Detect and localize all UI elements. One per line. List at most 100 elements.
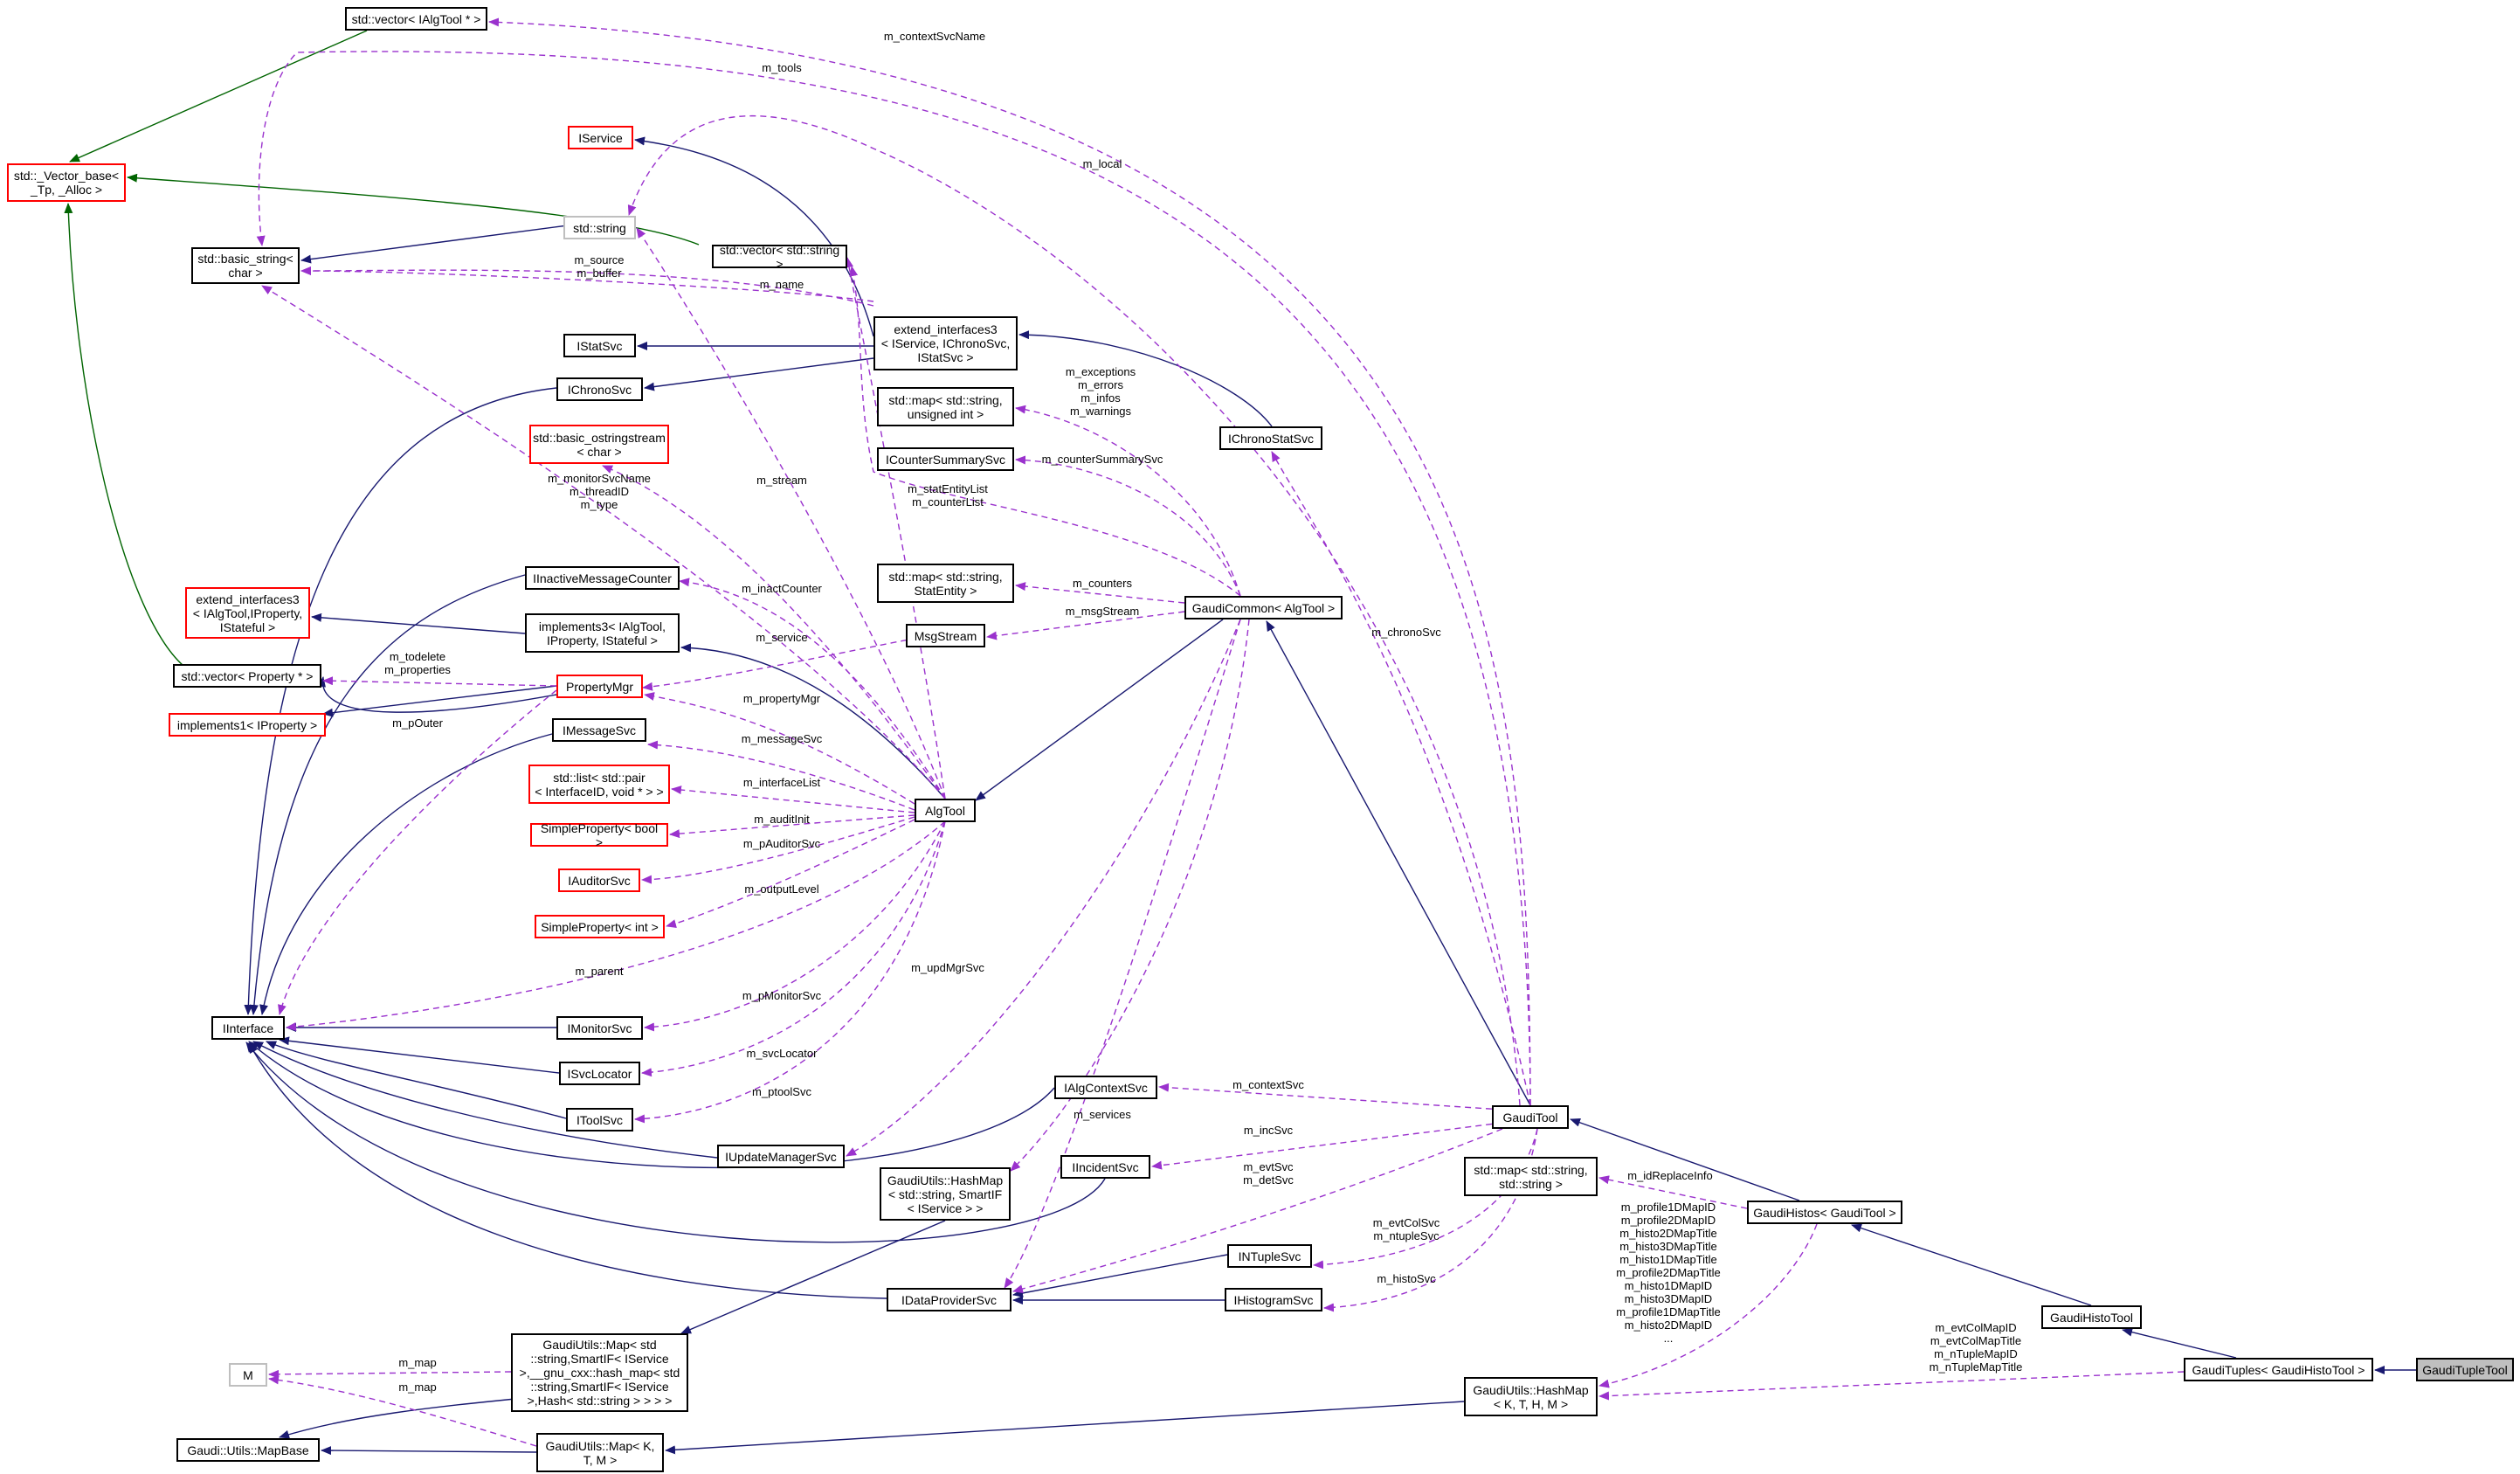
inheritance-edge [975, 619, 1224, 801]
node-extend-interfaces3-tool[interactable]: extend_interfaces3 < IAlgTool,IProperty,… [185, 587, 310, 639]
node-extend-interfaces3-svc[interactable]: extend_interfaces3 < IService, IChronoSv… [873, 316, 1018, 370]
edge-label: m_interfaceList [742, 776, 821, 789]
edge-label: m_map [398, 1381, 437, 1394]
node-ichronosvc[interactable]: IChronoSvc [556, 377, 643, 401]
usage-edge [488, 17, 1531, 1106]
inheritance-edge [244, 387, 557, 1015]
node-vector-ialgtool[interactable]: std::vector< IAlgTool * > [345, 7, 487, 31]
node-basic-string[interactable]: std::basic_string< char > [191, 247, 300, 284]
node-iincidentsvc[interactable]: IIncidentSvc [1060, 1155, 1150, 1179]
node-gaudituppletool[interactable]: GaudiTupleTool [2416, 1358, 2514, 1381]
edge-label: m_services [1074, 1108, 1131, 1121]
usage-edge [322, 676, 557, 687]
node-intuplesvc[interactable]: INTupleSvc [1227, 1244, 1312, 1268]
usage-edge [644, 692, 915, 805]
edge-label: m_evtSvc m_detSvc [1243, 1160, 1294, 1187]
edge-label: m_parent [575, 965, 624, 978]
usage-edge [679, 578, 946, 799]
usage-edge [1015, 405, 1241, 597]
usage-edge [268, 1375, 537, 1447]
node-imonitorsvc[interactable]: IMonitorSvc [556, 1016, 643, 1040]
usage-edge [300, 266, 874, 302]
node-vector-property[interactable]: std::vector< Property * > [173, 664, 321, 688]
edge-label: m_contextSvcName [883, 30, 986, 43]
node-isvclocator[interactable]: ISvcLocator [559, 1062, 640, 1085]
node-hashmap-service[interactable]: GaudiUtils::HashMap < std::string, Smart… [880, 1167, 1011, 1221]
node-map-string-string[interactable]: std::map< std::string, std::string > [1464, 1157, 1598, 1196]
node-list-pair[interactable]: std::list< std::pair < InterfaceID, void… [528, 765, 670, 804]
usage-edge [268, 1369, 512, 1379]
node-m[interactable]: M [229, 1363, 267, 1387]
node-map-string-uint[interactable]: std::map< std::string, unsigned int > [877, 387, 1014, 426]
node-imessagesvc[interactable]: IMessageSvc [552, 718, 646, 742]
edge-label: m_histoSvc [1377, 1272, 1436, 1285]
node-simpleproperty-bool[interactable]: SimpleProperty< bool > [530, 821, 668, 849]
node-utils-map-ktm[interactable]: GaudiUtils::Map< K, T, M > [536, 1433, 664, 1472]
node-iauditorsvc[interactable]: IAuditorSvc [558, 868, 640, 892]
inheritance-edge [1266, 620, 1531, 1106]
inheritance-edge [644, 357, 874, 391]
node-msgstream[interactable]: MsgStream [906, 624, 985, 647]
inheritance-edge [2122, 1327, 2237, 1359]
node-algtool[interactable]: AlgTool [915, 799, 976, 822]
usage-edge [641, 816, 915, 884]
usage-edge [278, 689, 557, 1015]
node-iupdatemanagersvc[interactable]: IUpdateManagerSvc [717, 1145, 845, 1168]
inheritance-edge [680, 1220, 946, 1334]
edge-label: m_propertyMgr [742, 692, 821, 705]
edge-label: m_counters [1073, 577, 1132, 590]
node-implements1[interactable]: implements1< IProperty > [169, 713, 326, 737]
node-mapbase[interactable]: Gaudi::Utils::MapBase [176, 1438, 320, 1462]
usage-edge [1015, 455, 1241, 597]
node-iservice[interactable]: IService [568, 126, 633, 149]
usage-edge [671, 785, 915, 813]
usage-edge [1015, 582, 1185, 604]
node-gaudituples[interactable]: GaudiTuples< GaudiHistoTool > [2184, 1358, 2373, 1381]
usage-edge [849, 266, 1241, 597]
node-gaudicommon[interactable]: GaudiCommon< AlgTool > [1184, 596, 1343, 619]
edge-label: m_pAuditorSvc [742, 837, 821, 850]
usage-edge [636, 227, 946, 799]
usage-edge [634, 820, 946, 1124]
usage-edge [627, 114, 1521, 1106]
inheritance-edge [279, 1036, 560, 1074]
node-map-string-statentity[interactable]: std::map< std::string, StatEntity > [877, 564, 1014, 603]
node-propertymgr[interactable]: PropertyMgr [556, 675, 643, 698]
usage-edge [1151, 1122, 1503, 1170]
usage-edge [1004, 619, 1241, 1289]
node-vector-base[interactable]: std::_Vector_base< _Tp, _Alloc > [7, 163, 126, 202]
node-implements3[interactable]: implements3< IAlgTool, IProperty, IState… [525, 613, 680, 653]
node-ichronostatsvc[interactable]: IChronoStatSvc [1219, 426, 1322, 450]
node-utils-map-long[interactable]: GaudiUtils::Map< std ::string,SmartIF< I… [511, 1333, 688, 1412]
usage-edge [1012, 1128, 1503, 1293]
node-itoolsvc[interactable]: IToolSvc [566, 1108, 633, 1131]
usage-edge [669, 814, 915, 839]
edge-label: m_stream [756, 474, 807, 487]
node-iinactivemessagecounter[interactable]: IInactiveMessageCounter [525, 566, 680, 590]
edge-label: m_updMgrSvc [911, 961, 984, 974]
node-gaudihistotool[interactable]: GaudiHistoTool [2041, 1305, 2142, 1329]
node-idataprovidersvc[interactable]: IDataProviderSvc [887, 1288, 1011, 1311]
node-basic-ostringstream[interactable]: std::basic_ostringstream < char > [529, 425, 669, 464]
edge-label: m_chronoSvc [1371, 626, 1441, 639]
node-hashmap-kthm[interactable]: GaudiUtils::HashMap < K, T, H, M > [1464, 1377, 1598, 1416]
usage-edge [286, 820, 946, 1031]
node-ialgcontextsvc[interactable]: IAlgContextSvc [1054, 1076, 1157, 1099]
template-edge [69, 30, 368, 163]
node-gauditool[interactable]: GaudiTool [1492, 1105, 1569, 1129]
inheritance-edge [634, 136, 874, 337]
node-simpleproperty-int[interactable]: SimpleProperty< int > [535, 915, 665, 938]
node-ihistogramsvc[interactable]: IHistogramSvc [1225, 1288, 1322, 1311]
node-icountersummarysvc[interactable]: ICounterSummarySvc [877, 447, 1014, 471]
edge-label: m_source m_buffer [574, 253, 625, 280]
inheritance-edge [1570, 1118, 1800, 1201]
node-iinterface[interactable]: IInterface [211, 1016, 285, 1040]
node-istatsvc[interactable]: IStatSvc [563, 334, 636, 357]
usage-edge [986, 611, 1185, 640]
template-edge [127, 173, 700, 246]
node-vector-string[interactable]: std::vector< std::string > [712, 243, 847, 271]
node-std-string[interactable]: std::string [563, 216, 636, 239]
inheritance-edge [665, 1401, 1465, 1455]
node-gaudihistos[interactable]: GaudiHistos< GaudiTool > [1747, 1201, 1902, 1224]
